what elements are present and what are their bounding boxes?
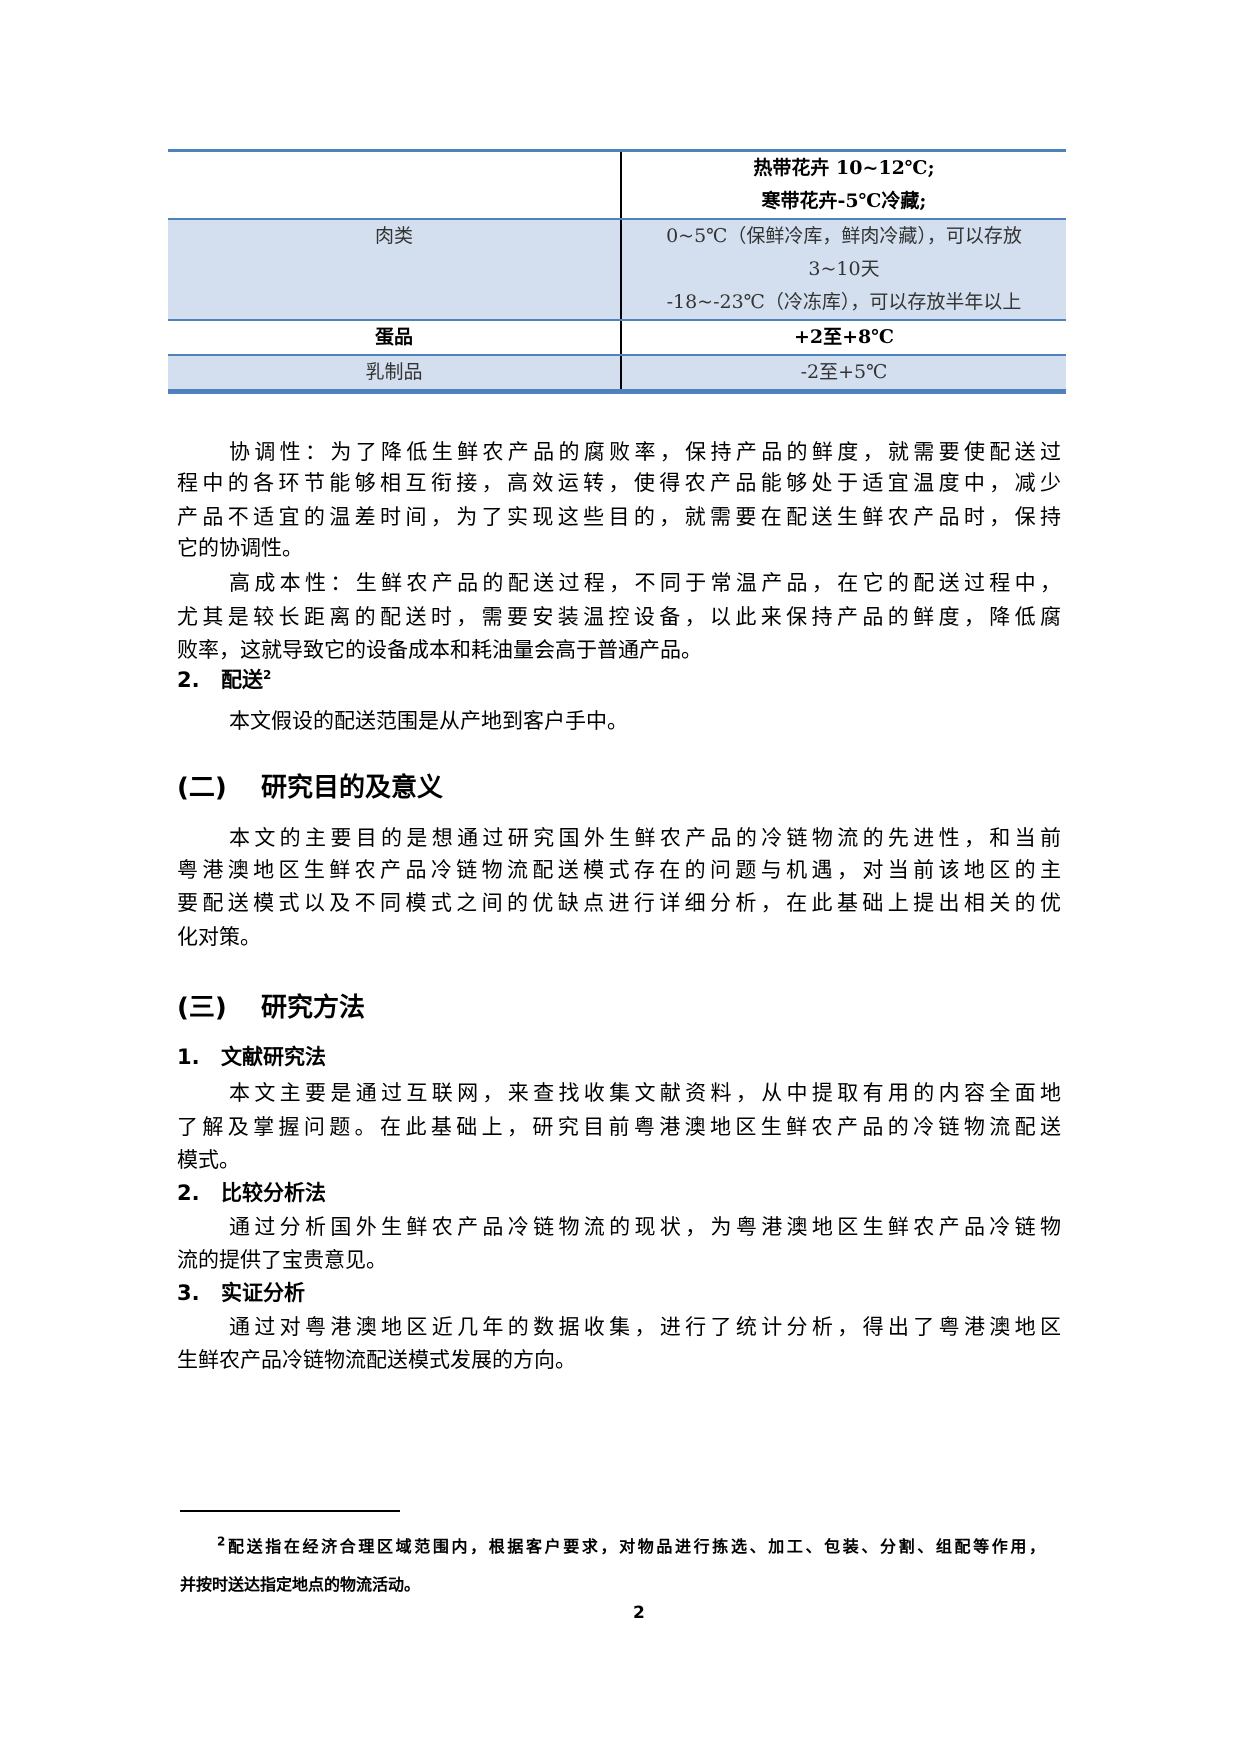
paragraph-line: 本文的主要目的是想通过研究国外生鲜农产品的冷链物流的先进性，和当前: [229, 826, 1061, 850]
table-cell-category: 蛋品: [168, 320, 622, 356]
storage-temperature-table: 热带花卉 10~12℃; 寒带花卉-5℃冷藏; 肉类 0~5℃（保鲜冷库，鲜肉冷…: [168, 149, 1066, 394]
paragraph-line: 尤其是较长距离的配送时，需要安装温控设备，以此来保持产品的鲜度，降低腐: [177, 605, 1061, 629]
paragraph-line: 通过分析国外生鲜农产品冷链物流的现状，为粤港澳地区生鲜农产品冷链物: [229, 1215, 1061, 1239]
paragraph-line: 要配送模式以及不同模式之间的优缺点进行详细分析，在此基础上提出相关的优: [177, 891, 1061, 915]
paragraph-line: 产品不适宜的温差时间，为了实现这些目的，就需要在配送生鲜农产品时，保持: [177, 505, 1061, 529]
paragraph-line: 本文假设的配送范围是从产地到客户手中。: [229, 709, 628, 733]
paragraph-line: 它的协调性。: [177, 536, 303, 560]
paragraph-line: 化对策。: [177, 925, 261, 949]
paragraph-line: 流的提供了宝贵意见。: [177, 1248, 387, 1272]
subheading-empirical: 3.实证分析: [177, 1281, 305, 1305]
footnote-ref[interactable]: 2: [263, 668, 272, 682]
footnote-line: 2配送指在经济合理区域范围内，根据客户要求，对物品进行拣选、加工、包装、分割、组…: [217, 1534, 1045, 1556]
table-row: 乳制品 -2至+5℃: [168, 355, 1066, 394]
paragraph-line: 协调性：为了降低生鲜农产品的腐败率，保持产品的鲜度，就需要使配送过: [229, 440, 1061, 464]
paragraph-line: 通过对粤港澳地区近几年的数据收集，进行了统计分析，得出了粤港澳地区: [229, 1315, 1061, 1339]
footnote-line: 并按时送达指定地点的物流活动。: [180, 1575, 421, 1594]
table-cell-category: [168, 149, 622, 220]
page-number: 2: [633, 1603, 645, 1623]
table-row: 蛋品 +2至+8℃: [168, 320, 1066, 356]
paragraph-line: 生鲜农产品冷链物流配送模式发展的方向。: [177, 1348, 576, 1372]
subheading-delivery: 2.配送2: [177, 668, 272, 692]
paragraph-line: 粤港澳地区生鲜农产品冷链物流配送模式存在的问题与机遇，对当前该地区的主: [177, 858, 1061, 882]
footnote-separator: [180, 1510, 400, 1512]
table-cell-category: 乳制品: [168, 355, 622, 394]
paragraph-line: 模式。: [177, 1148, 240, 1172]
table-cell-temperature: 0~5℃（保鲜冷库，鲜肉冷藏），可以存放 3~10天 -18~-23℃（冷冻库）…: [621, 219, 1066, 321]
paragraph-line: 程中的各环节能够相互衔接，高效运转，使得农产品能够处于适宜温度中，减少: [177, 471, 1061, 495]
table-row: 肉类 0~5℃（保鲜冷库，鲜肉冷藏），可以存放 3~10天 -18~-23℃（冷…: [168, 219, 1066, 321]
table-cell-temperature: +2至+8℃: [621, 320, 1066, 356]
table-row: 热带花卉 10~12℃; 寒带花卉-5℃冷藏;: [168, 149, 1066, 220]
paragraph-line: 了解及掌握问题。在此基础上，研究目前粤港澳地区生鲜农产品的冷链物流配送: [177, 1115, 1061, 1139]
table-cell-temperature: 热带花卉 10~12℃; 寒带花卉-5℃冷藏;: [621, 149, 1066, 220]
section-heading-purpose: (二)研究目的及意义: [177, 773, 444, 803]
subheading-literature: 1.文献研究法: [177, 1045, 326, 1069]
table-cell-temperature: -2至+5℃: [621, 355, 1066, 394]
subheading-comparison: 2.比较分析法: [177, 1181, 326, 1205]
paragraph-line: 本文主要是通过互联网，来查找收集文献资料，从中提取有用的内容全面地: [229, 1081, 1061, 1105]
table-cell-category: 肉类: [168, 219, 622, 321]
paragraph-line: 败率，这就导致它的设备成本和耗油量会高于普通产品。: [177, 638, 702, 662]
paragraph-line: 高成本性：生鲜农产品的配送过程，不同于常温产品，在它的配送过程中，: [229, 571, 1061, 595]
section-heading-methods: (三)研究方法: [177, 993, 366, 1023]
